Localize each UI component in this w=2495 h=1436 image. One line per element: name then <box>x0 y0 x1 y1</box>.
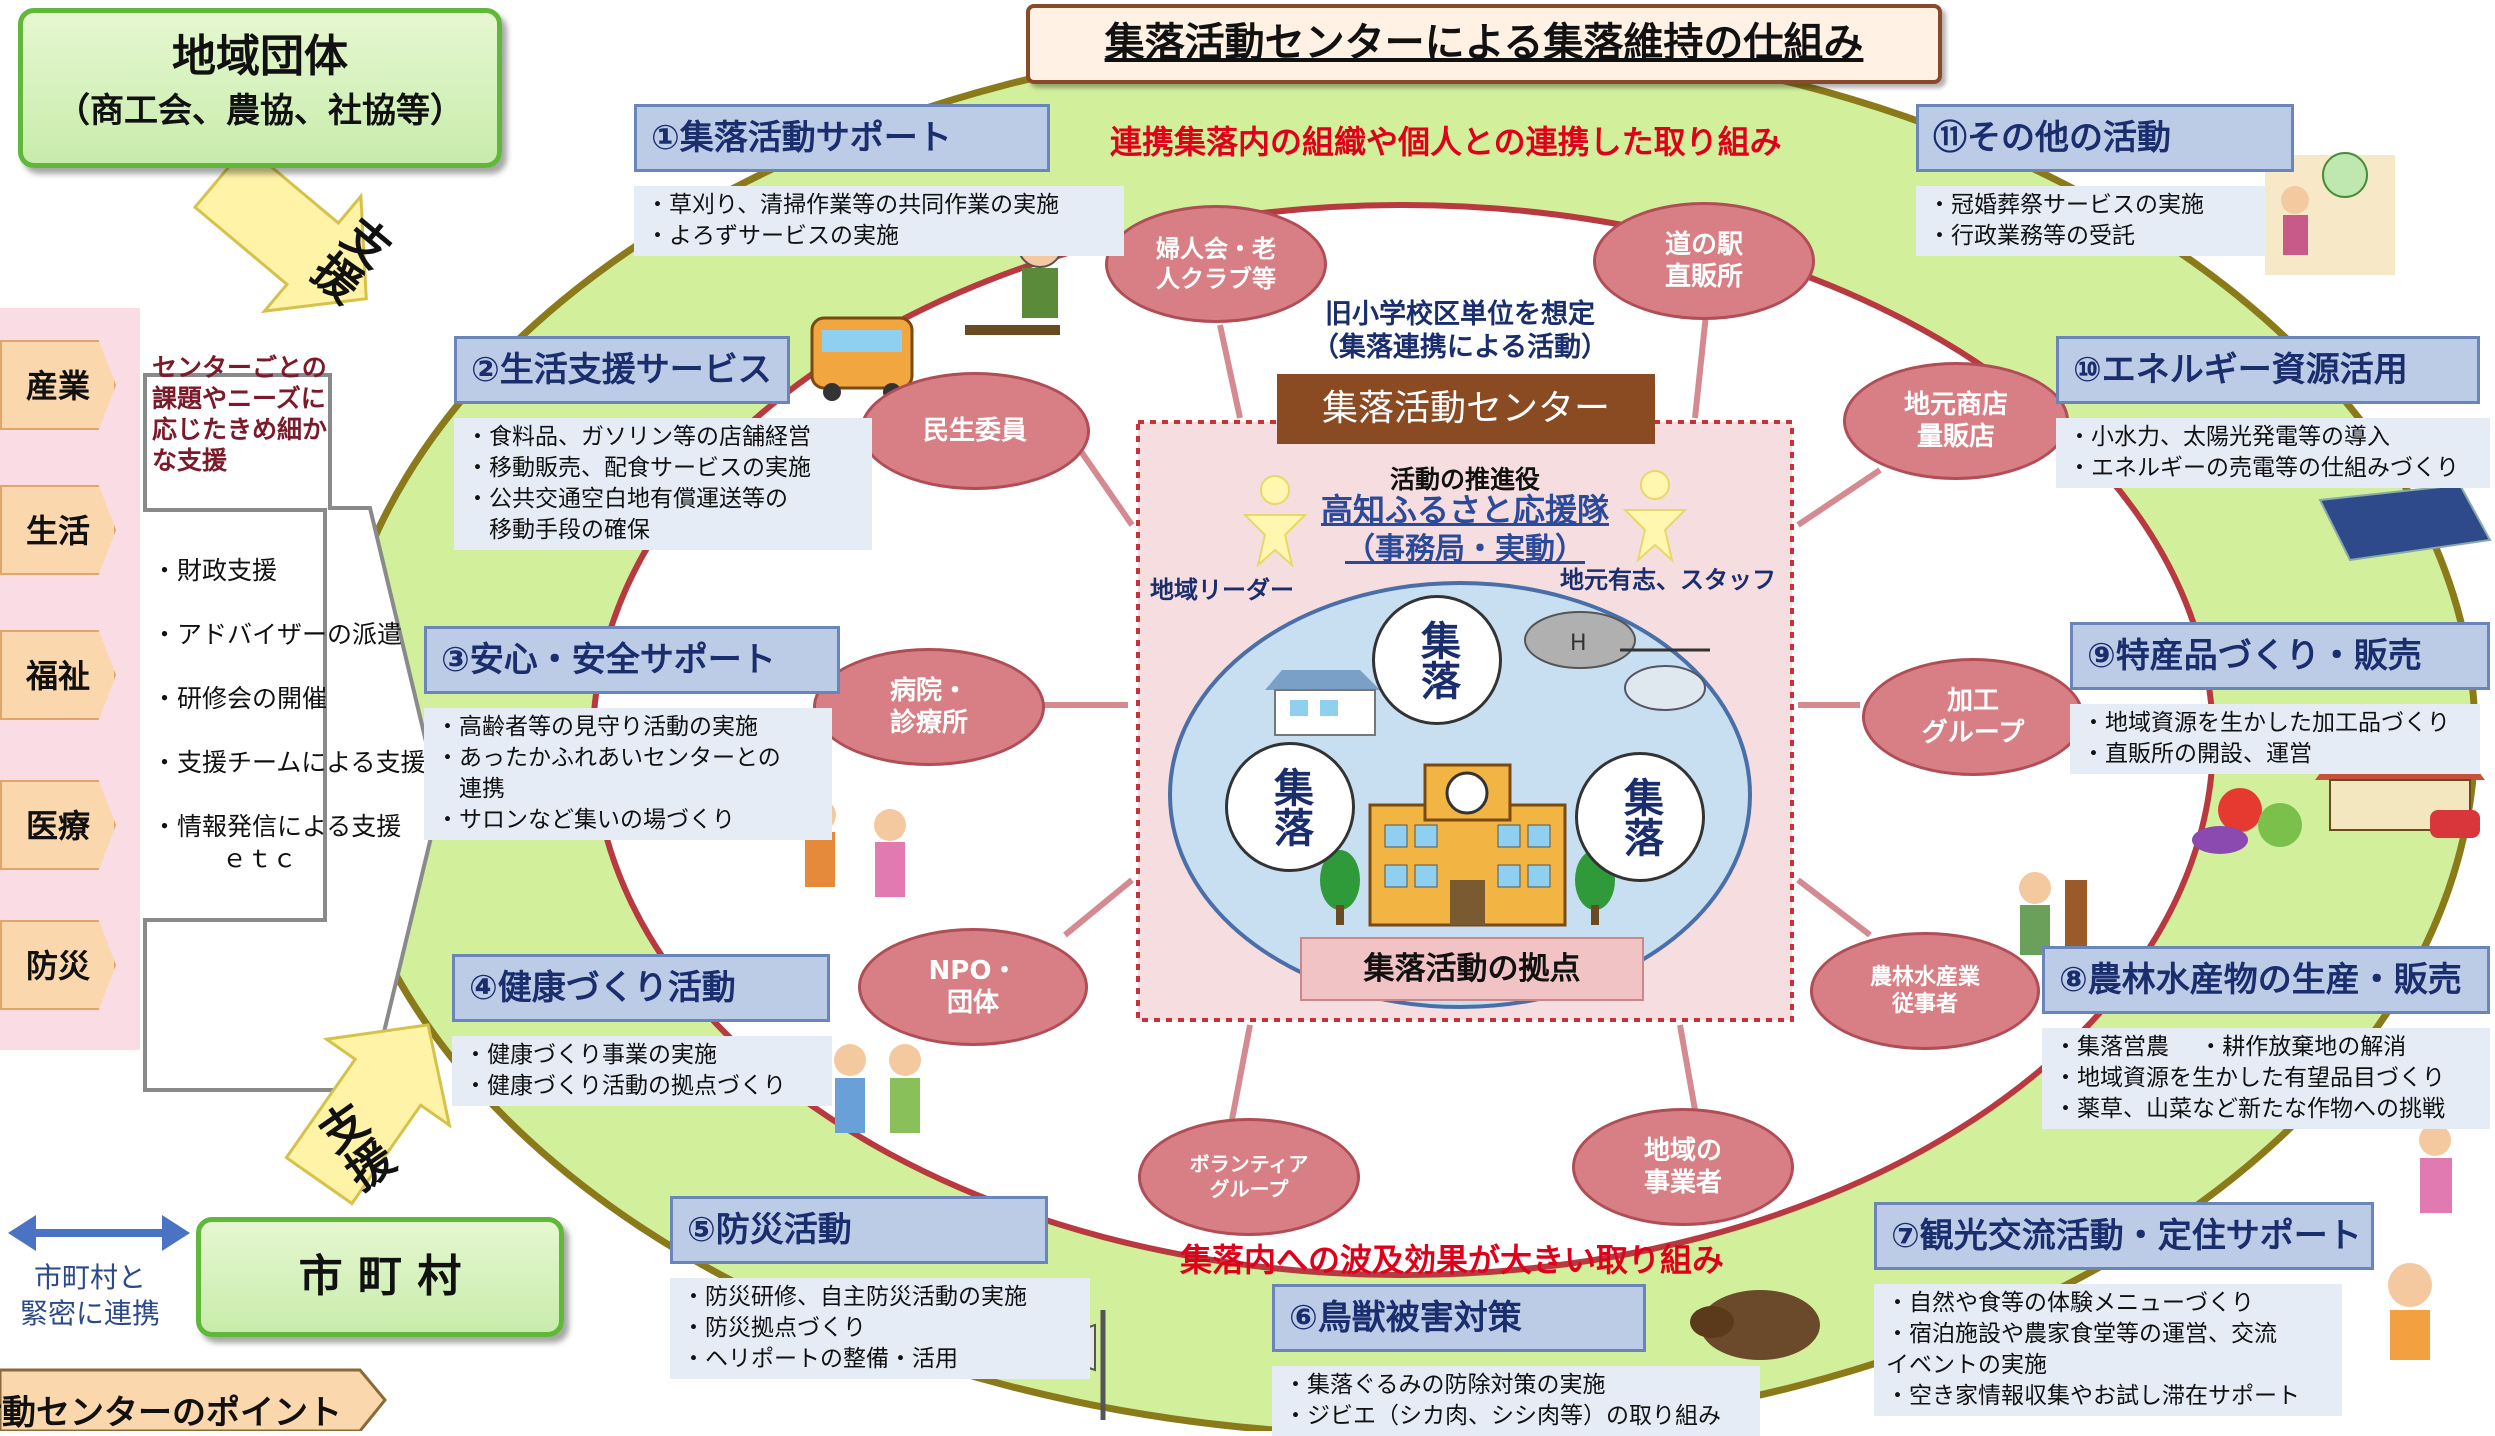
assumption-text: 旧小学校区単位を想定 （集落連携による活動） <box>1311 299 1609 363</box>
village-bubble-right: 集落 <box>1575 752 1705 882</box>
activity-4-list: ・健康づくり事業の実施・健康づくり活動の拠点づくり <box>452 1036 832 1106</box>
center-name: 集落活動センター <box>1321 388 1610 429</box>
activity-11-list: ・冠婚葬祭サービスの実施・行政業務等の受託 <box>1916 186 2266 256</box>
base-label-box: 集落活動の拠点 <box>1300 937 1644 1001</box>
solar-panel-illustration <box>2318 483 2492 562</box>
category-medical: 医療 <box>0 780 116 870</box>
category-welfare: 福祉 <box>0 630 116 720</box>
health-check-illustration <box>834 1044 921 1133</box>
partner-womens-club: 婦人会・老 人クラブ等 <box>1105 205 1327 323</box>
activity-2-title: ②生活支援サービス <box>454 336 790 404</box>
activity-1-title: ①集落活動サポート <box>634 104 1050 172</box>
partner-local-business: 地域の 事業者 <box>1572 1108 1794 1226</box>
partner-volunteer: ボランティア グループ <box>1138 1118 1360 1236</box>
point-label: 活動センターのポイント <box>0 1393 342 1433</box>
activity-6-list: ・集落ぐるみの防除対策の実施・ジビエ（シカ肉、シシ肉等）の取り組み <box>1272 1366 1760 1436</box>
bus-illustration <box>810 316 914 401</box>
boar-illustration <box>1690 1290 1820 1360</box>
staff-label: 地元有志、スタッフ <box>1560 566 1776 594</box>
partner-minsei: 民生委員 <box>860 372 1090 490</box>
support-arrow-top <box>192 143 368 314</box>
activity-8-title: ⑧農林水産物の生産・販売 <box>2042 946 2490 1014</box>
activity-9-list: ・地域資源を生かした加工品づくり・直販所の開設、運営 <box>2070 704 2480 774</box>
activity-4: ④健康づくり活動 ・健康づくり事業の実施・健康づくり活動の拠点づくり <box>452 954 832 1106</box>
activity-7-list: ・自然や食等の体験メニューづくり・宿泊施設や農家食堂等の運営、交流イベントの実施… <box>1874 1284 2342 1416</box>
regional-org-sub: （商工会、農協、社協等） <box>56 91 464 131</box>
activity-9-title: ⑨特産品づくり・販売 <box>2070 622 2490 690</box>
page-title: 集落活動センターによる集落維持の仕組み <box>1104 20 1864 66</box>
activity-5-list: ・防災研修、自主防災活動の実施・防災拠点づくり・ヘリポートの整備・活用 <box>670 1278 1090 1379</box>
collab-arrow <box>8 1215 190 1251</box>
category-industry: 産業 <box>0 340 116 430</box>
title-box <box>1026 4 1942 84</box>
center-support-note: センターごとの 課題やニーズに 応じたきめ細か な支援 <box>152 353 328 475</box>
support-arrow-bottom <box>284 1023 452 1206</box>
partner-michinoeki: 道の駅 直販所 <box>1593 202 1815 320</box>
activity-11-title: ⑪その他の活動 <box>1916 104 2294 172</box>
municipality-box: 市 町 村 <box>196 1217 564 1337</box>
activity-10: ⑩エネルギー資源活用 ・小水力、太陽光発電等の導入・エネルギーの売電等の仕組みづ… <box>2056 336 2490 488</box>
category-life: 生活 <box>0 485 116 575</box>
heliport-illustration: H <box>1524 611 1710 711</box>
activity-1-list: ・草刈り、清掃作業等の共同作業の実施・よろずサービスの実施 <box>634 186 1124 256</box>
person-silhouettes <box>1242 470 1688 568</box>
activity-11: ⑪その他の活動 ・冠婚葬祭サービスの実施・行政業務等の受託 <box>1916 104 2294 256</box>
school-illustration <box>1320 763 1615 927</box>
partner-agri-workers: 農林水産業 従事者 <box>1810 932 2040 1050</box>
category-disaster: 防災 <box>0 920 116 1010</box>
activity-8-list: ・集落営農 ・耕作放棄地の解消・地域資源を生かした有望品目づくり・薬草、山菜など… <box>2042 1028 2490 1129</box>
activity-3: ③安心・安全サポート ・高齢者等の見守り活動の実施・あったかふれあいセンターとの… <box>424 626 840 840</box>
partner-hospital: 病院・ 診療所 <box>813 648 1045 766</box>
village-bubble-left: 集落 <box>1225 742 1355 872</box>
activity-6-title: ⑥鳥獣被害対策 <box>1272 1284 1646 1352</box>
svg-text:H: H <box>1570 631 1587 656</box>
activity-8: ⑧農林水産物の生産・販売 ・集落営農 ・耕作放棄地の解消・地域資源を生かした有望… <box>2042 946 2490 1129</box>
partner-processing-group: 加工 グループ <box>1862 658 2084 776</box>
activity-7-title: ⑦観光交流活動・定住サポート <box>1874 1202 2374 1270</box>
promoter-label: 活動の推進役 <box>1389 465 1540 494</box>
activity-5-title: ⑤防災活動 <box>670 1196 1048 1264</box>
partner-local-shops: 地元商店 量販店 <box>1843 362 2069 480</box>
activity-5: ⑤防災活動 ・防災研修、自主防災活動の実施・防災拠点づくり・ヘリポートの整備・活… <box>670 1196 1090 1379</box>
big-support-arrow <box>143 373 443 1092</box>
activity-7: ⑦観光交流活動・定住サポート ・自然や食等の体験メニューづくり・宿泊施設や農家食… <box>1874 1202 2374 1416</box>
activity-3-list: ・高齢者等の見守り活動の実施・あったかふれあいセンターとの 連携・サロンなど集い… <box>424 708 832 840</box>
activity-2-list: ・食料品、ガソリン等の店舗経営・移動販売、配食サービスの実施・公共交通空白地有償… <box>454 418 872 550</box>
vegetables-illustration <box>2192 788 2302 854</box>
village-bubble-top: 集落 <box>1372 595 1502 725</box>
municipality-label: 市 町 村 <box>298 1251 462 1302</box>
wedding-service-illustration <box>2265 152 2395 275</box>
activity-6: ⑥鳥獣被害対策 ・集落ぐるみの防除対策の実施・ジビエ（シカ肉、シシ肉等）の取り組… <box>1272 1284 1760 1436</box>
activity-2: ②生活支援サービス ・食料品、ガソリン等の店舗経営・移動販売、配食サービスの実施… <box>454 336 872 550</box>
bottom-red-text: 集落内への波及効果が大きい取り組み <box>1180 1241 1725 1279</box>
partner-npo: NPO・ 団体 <box>858 928 1088 1046</box>
base-label: 集落活動の拠点 <box>1363 951 1581 987</box>
activity-9: ⑨特産品づくり・販売 ・地域資源を生かした加工品づくり・直販所の開設、運営 <box>2070 622 2490 774</box>
regional-org-box: 地域団体 （商工会、農協、社協等） <box>18 8 502 168</box>
activity-10-title: ⑩エネルギー資源活用 <box>2056 336 2480 404</box>
top-red-text: 連携集落内の組織や個人との連携した取り組み <box>1110 123 1782 161</box>
regional-org-title: 地域団体 <box>172 31 348 82</box>
support-measures-list: ・財政支援 ・アドバイザーの派遣 ・研修会の開催 ・支援チームによる支援 ・情報… <box>152 556 426 873</box>
collab-note: 市町村と 緊密に連携 <box>20 1261 161 1330</box>
activity-1: ①集落活動サポート ・草刈り、清掃作業等の共同作業の実施・よろずサービスの実施 <box>634 104 1124 256</box>
activity-4-title: ④健康づくり活動 <box>452 954 830 1022</box>
center-name-box: 集落活動センター <box>1277 374 1655 444</box>
activity-3-title: ③安心・安全サポート <box>424 626 840 694</box>
activity-10-list: ・小水力、太陽光発電等の導入・エネルギーの売電等の仕組みづくり <box>2056 418 2490 488</box>
house-illustration <box>1265 670 1380 736</box>
point-label-shape <box>0 1368 387 1431</box>
support-team-line1: 高知ふるさと応援隊 <box>1320 491 1609 529</box>
tourism-woman-illustration <box>2388 1124 2452 1360</box>
leader-label: 地域リーダー <box>1150 576 1294 604</box>
support-team-line2: （事務局・実動） <box>1345 532 1585 567</box>
